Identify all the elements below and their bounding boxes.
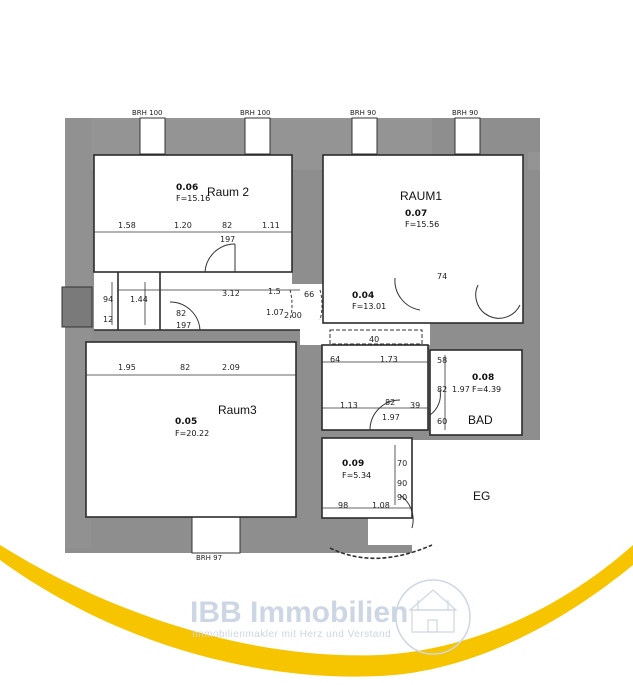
- logo-prefix: IBB: [190, 596, 242, 629]
- brh-label: BRH 100: [240, 109, 271, 117]
- dimension-value: 82: [180, 363, 190, 372]
- dimension-value: 40: [369, 335, 379, 344]
- dimension-value: 197: [176, 321, 191, 330]
- dimension-value: 74: [437, 272, 447, 281]
- logo-seal: [395, 579, 471, 655]
- dimension-value: 39: [410, 401, 420, 410]
- floor-label: EG: [473, 489, 490, 503]
- dimension-value: 94: [103, 295, 113, 304]
- dimension-value: 1.58: [118, 221, 136, 230]
- room-name: RAUM1: [400, 189, 442, 203]
- room-code: 0.04: [352, 291, 374, 301]
- room-code: 0.09: [342, 459, 364, 469]
- dimension-value: 1.20: [174, 221, 192, 230]
- dimension-value: 82: [176, 309, 186, 318]
- room-name: Raum 2: [207, 185, 249, 199]
- logo-brand: Immobilien: [250, 596, 408, 629]
- room-area: F=5.34: [342, 471, 371, 480]
- room-area: F=13.01: [352, 302, 386, 311]
- dimension-value: 12: [103, 315, 113, 324]
- dimension-value: 2.00: [284, 311, 302, 320]
- dimension-value: 58: [437, 356, 447, 365]
- dimension-value: 1.97: [382, 413, 400, 422]
- room-area: F=4.39: [472, 385, 501, 394]
- yellow-swoosh: [0, 545, 633, 677]
- logo-tagline: Immobilienmakler mit Herz und Verstand: [192, 629, 391, 640]
- room-name: BAD: [468, 413, 493, 427]
- dimension-value: 1.95: [118, 363, 136, 372]
- dimension-value: 70: [397, 459, 407, 468]
- dimension-value: 1.13: [340, 401, 358, 410]
- company-logo: IBB Immobilien Immobilienmakler mit Herz…: [190, 579, 471, 655]
- dimension-value: 1.44: [130, 295, 148, 304]
- castle-icon: [408, 589, 458, 633]
- room-labels: 0.06 F=15.16 Raum 2 RAUM1 0.07 F=15.56 0…: [175, 183, 501, 480]
- dimension-value: 98: [338, 501, 348, 510]
- dimension-value: 66: [304, 290, 314, 299]
- brh-label: BRH 100: [132, 109, 163, 117]
- dimension-value: 82: [385, 398, 395, 407]
- dimension-values: 1.58 1.20 82 1.11 197 94 1.44 12 3.12 82…: [103, 221, 470, 510]
- dimension-value: 64: [330, 355, 340, 364]
- dimension-value: 60: [437, 417, 447, 426]
- brh-label: BRH 90: [452, 109, 478, 117]
- dimension-value: 82: [222, 221, 232, 230]
- dimension-value: 1.08: [372, 501, 390, 510]
- brh-label: BRH 97: [196, 554, 222, 562]
- brh-label: BRH 90: [350, 109, 376, 117]
- room-code: 0.05: [175, 417, 197, 427]
- doors: [169, 243, 521, 560]
- dimension-value: 82: [437, 385, 447, 394]
- dimension-value: 3.12: [222, 289, 240, 298]
- room-outlines: [85, 154, 524, 519]
- dimension-value: 1.73: [380, 355, 398, 364]
- room-name: Raum3: [218, 403, 257, 417]
- dimension-value: 197: [220, 235, 235, 244]
- dimension-value: 1.07: [266, 308, 284, 317]
- windows: [61, 117, 481, 554]
- room-area: F=15.56: [405, 220, 439, 229]
- room-area: F=20.22: [175, 429, 209, 438]
- dimension-value: 90: [397, 479, 407, 488]
- dimension-value: 1.97: [452, 385, 470, 394]
- brh-labels: BRH 100 BRH 100 BRH 90 BRH 90 BRH 97: [132, 109, 478, 562]
- dimension-lines: [86, 231, 446, 509]
- dimension-value: 1.11: [262, 221, 280, 230]
- room-code: 0.07: [405, 209, 427, 219]
- dimension-value: 2.09: [222, 363, 240, 372]
- dimension-value: 1.5: [268, 287, 281, 296]
- room-code: 0.08: [472, 373, 494, 383]
- dimension-value: 90: [397, 493, 407, 502]
- room-code: 0.06: [176, 183, 198, 193]
- room-area: F=15.16: [176, 194, 210, 203]
